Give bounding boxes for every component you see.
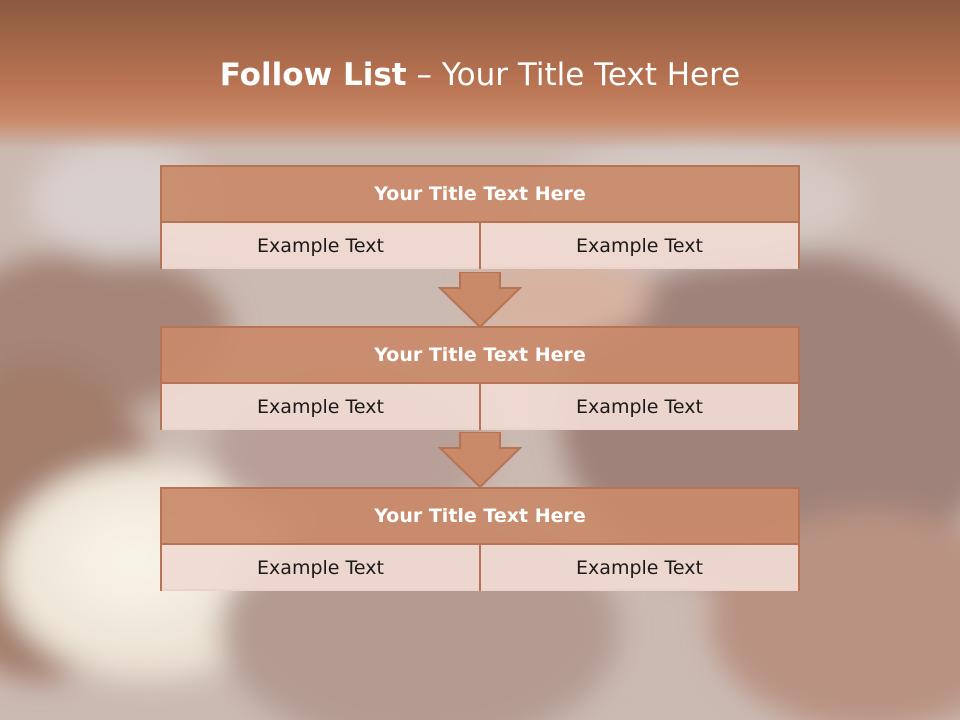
list-box-title[interactable]: Your Title Text Here: [162, 489, 798, 545]
list-box-right-text[interactable]: Example Text: [479, 545, 798, 591]
list-box-2[interactable]: Your Title Text Here Example Text Exampl…: [160, 326, 800, 430]
down-arrow-icon: [438, 432, 522, 488]
list-box-left-text[interactable]: Example Text: [162, 545, 479, 591]
list-box-right-text[interactable]: Example Text: [479, 384, 798, 430]
slide-title-rest: – Your Title Text Here: [406, 57, 741, 93]
list-box-right-text[interactable]: Example Text: [479, 223, 798, 269]
list-box-title[interactable]: Your Title Text Here: [162, 167, 798, 223]
list-box-title[interactable]: Your Title Text Here: [162, 328, 798, 384]
list-box-left-text[interactable]: Example Text: [162, 223, 479, 269]
list-box-left-text[interactable]: Example Text: [162, 384, 479, 430]
down-arrow-icon: [438, 272, 522, 328]
slide-title: Follow List – Your Title Text Here: [0, 55, 960, 95]
list-box-3[interactable]: Your Title Text Here Example Text Exampl…: [160, 487, 800, 591]
title-banner: [0, 0, 960, 150]
list-box-1[interactable]: Your Title Text Here Example Text Exampl…: [160, 165, 800, 269]
slide-title-bold: Follow List: [219, 57, 407, 93]
